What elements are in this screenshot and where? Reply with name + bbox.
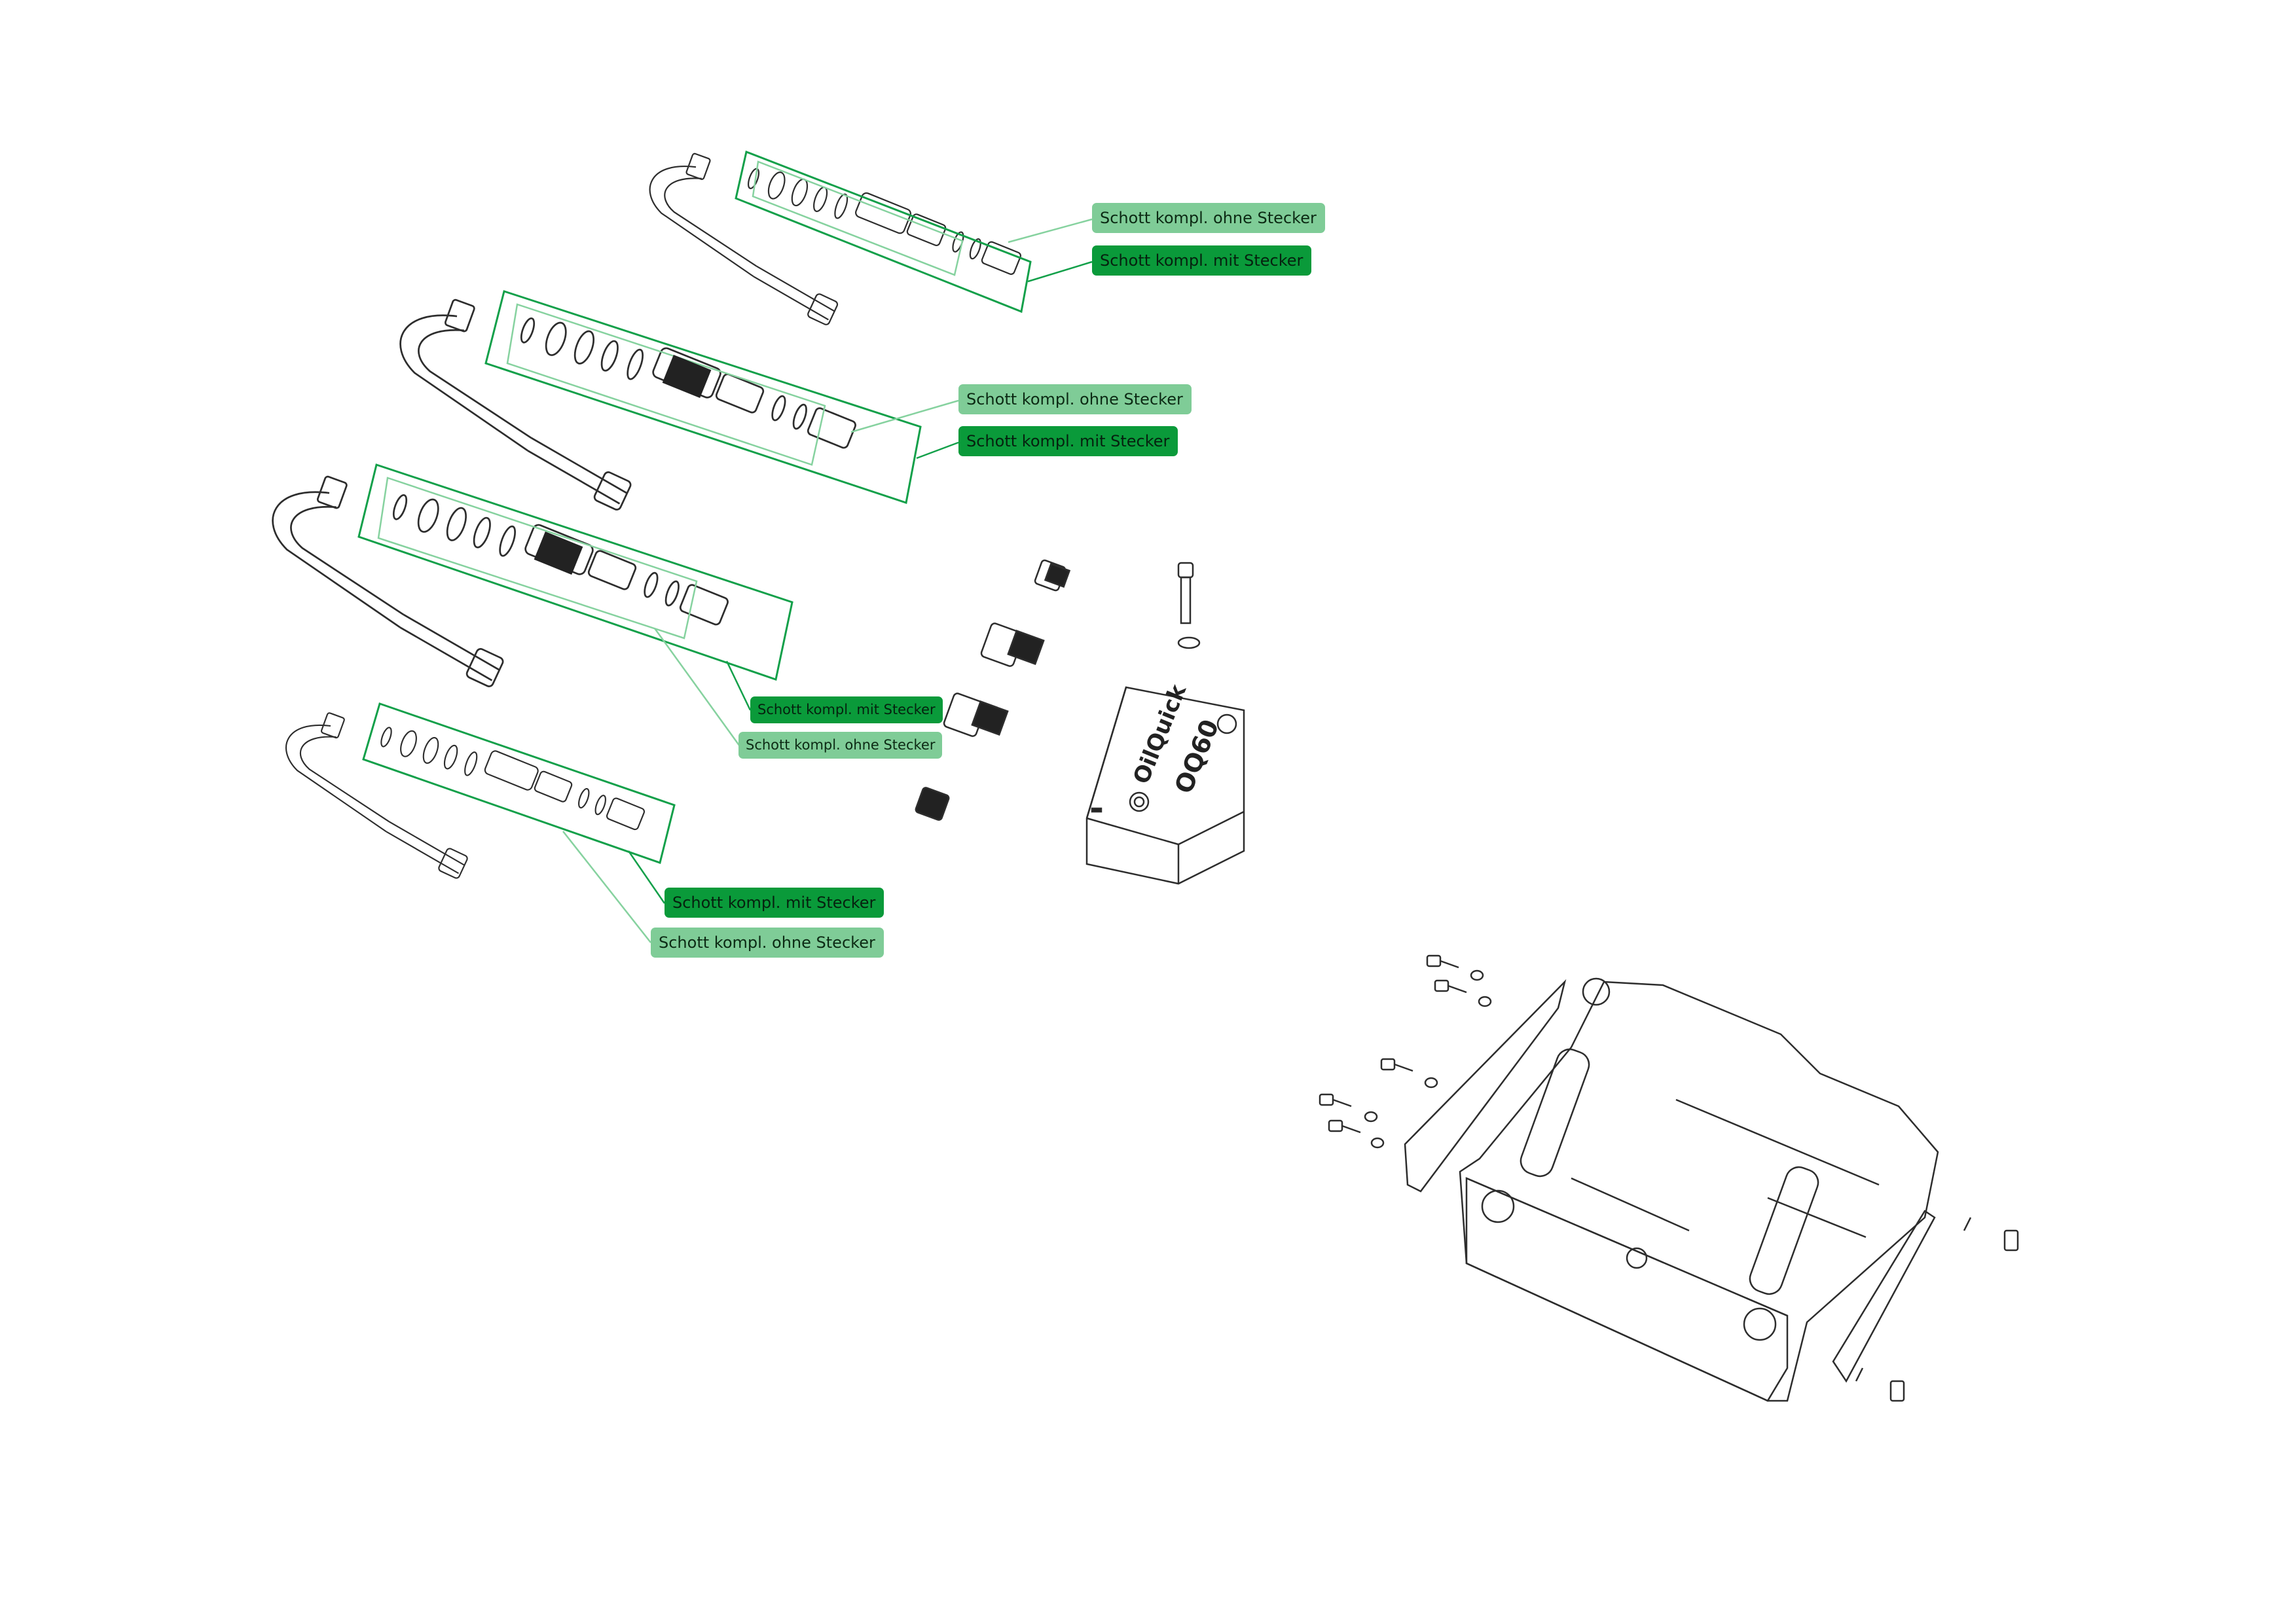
label-a-mit-stecker: Schott kompl. mit Stecker	[1092, 245, 1312, 276]
label-c-ohne-stecker: Schott kompl. ohne Stecker	[738, 732, 943, 759]
frame-a-dark	[735, 150, 1032, 314]
hose-assembly-a	[649, 152, 1023, 327]
oilquick-block	[1085, 686, 1245, 885]
frame-b-light	[506, 303, 826, 466]
label-c-mit-stecker: Schott kompl. mit Stecker	[750, 696, 943, 723]
thread-b	[662, 355, 712, 398]
frame-b-dark	[484, 290, 922, 504]
label-d-mit-stecker: Schott kompl. mit Stecker	[665, 888, 884, 918]
label-a-ohne-stecker: Schott kompl. ohne Stecker	[1092, 203, 1325, 233]
block-model-text: OQ60	[1169, 715, 1225, 797]
quick-coupler-frame	[1319, 954, 2019, 1402]
fittings	[915, 559, 1201, 821]
leader-lines	[562, 218, 1093, 943]
thread-c	[534, 532, 583, 575]
hose-assembly-c	[272, 475, 730, 689]
label-b-ohne-stecker: Schott kompl. ohne Stecker	[958, 384, 1192, 414]
label-b-mit-stecker: Schott kompl. mit Stecker	[958, 426, 1178, 456]
frame-d-dark	[362, 702, 676, 864]
frame-c-light	[377, 477, 698, 640]
frame-a-light	[752, 160, 964, 276]
frame-c-dark	[357, 463, 793, 681]
label-d-ohne-stecker: Schott kompl. ohne Stecker	[651, 928, 884, 958]
